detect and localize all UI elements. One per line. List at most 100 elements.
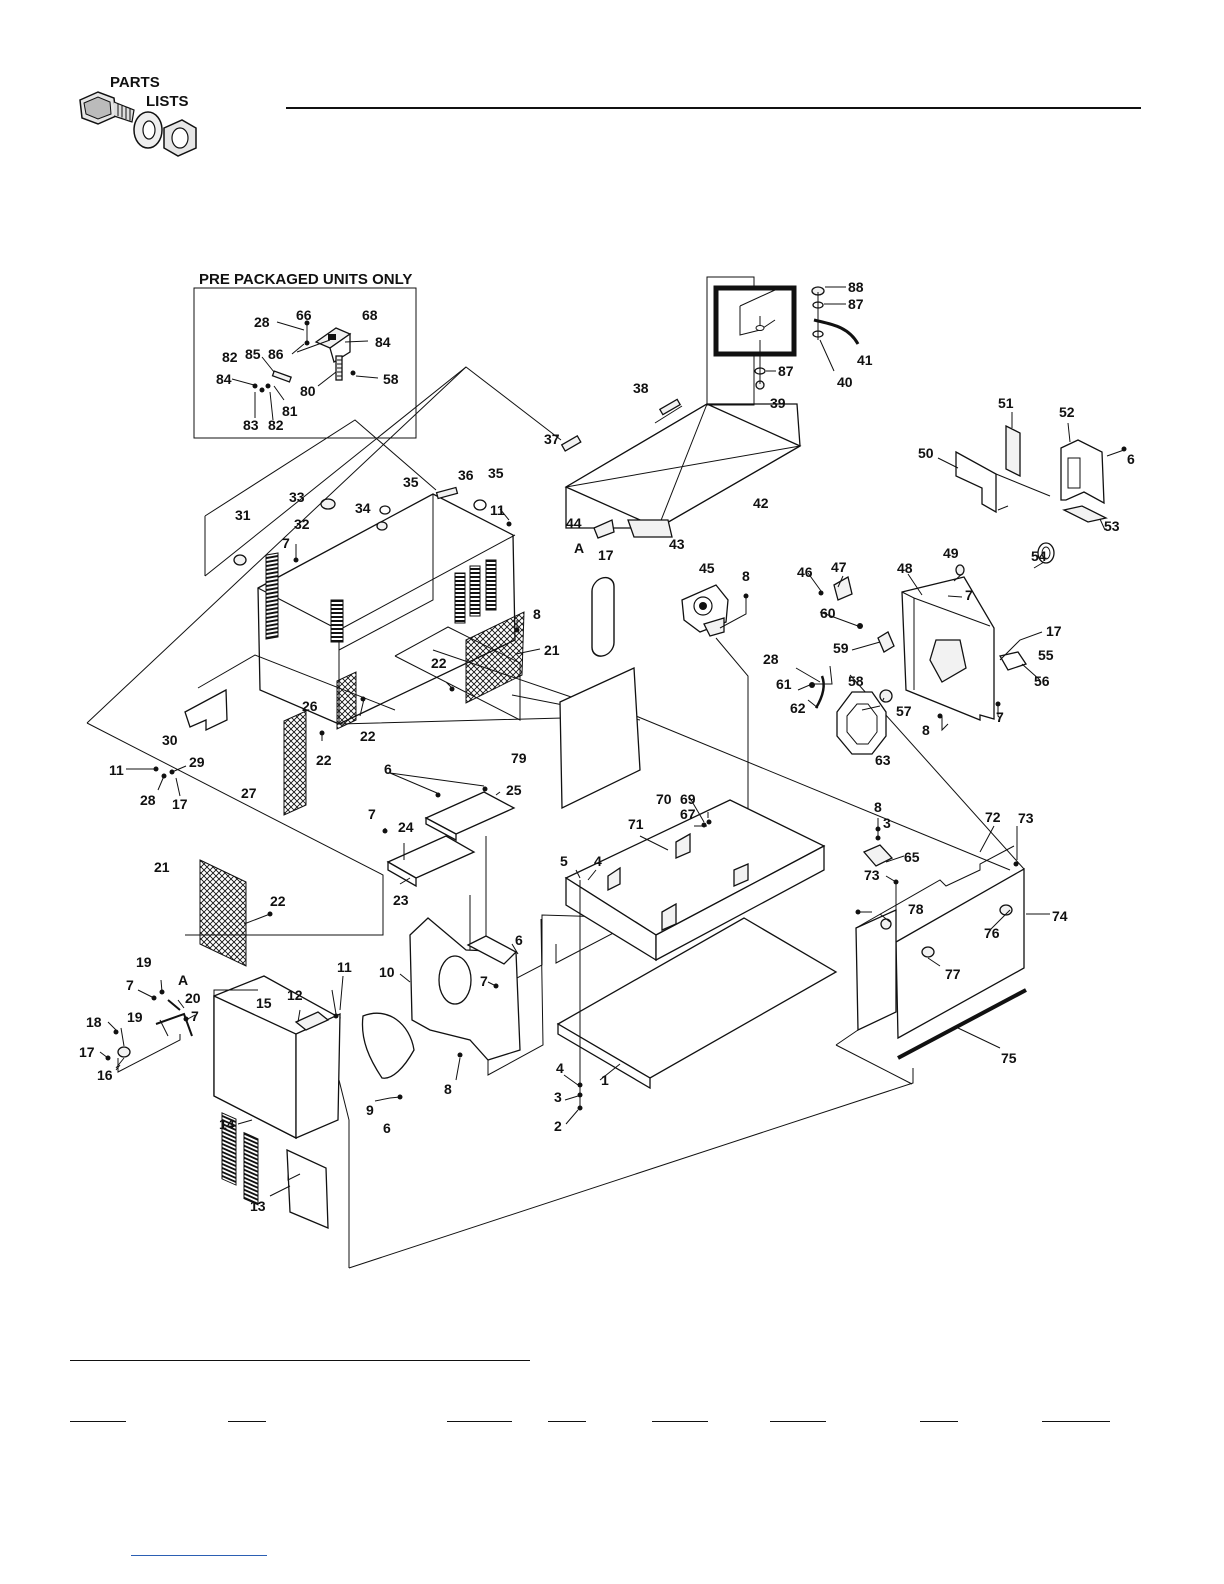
col-rule-8 [1042,1421,1110,1422]
callout-59: 59 [833,640,849,656]
callout-29: 29 [189,754,205,770]
callout-17: 17 [598,547,614,563]
callout-35: 35 [403,474,419,490]
scroll-9 [361,1012,415,1079]
callout-8: 8 [533,606,541,622]
callout-11: 11 [337,959,352,975]
bushing-31 [233,554,247,566]
callout-56: 56 [1034,673,1050,689]
callout-17: 17 [1046,623,1062,639]
callout-17: 17 [172,796,188,812]
col-rule-4 [548,1421,586,1422]
panel-50 [955,450,997,514]
rod-20 [155,999,193,1037]
callout-46: 46 [797,564,813,580]
callout-26: 26 [302,698,318,714]
base-brackets [607,832,749,931]
callout-82: 82 [222,349,238,365]
callout-8: 8 [444,1081,452,1097]
callout-49: 49 [943,545,959,561]
callout-44: 44 [566,515,582,531]
footer-link-underline[interactable] [131,1555,267,1556]
parts-lists-logo: PARTS LISTS [79,74,197,157]
bracket-12 [294,1011,330,1031]
callout-72: 72 [985,809,1001,825]
col-rule-7 [920,1421,958,1422]
callout-6: 6 [1127,451,1135,467]
callout-69: 69 [680,791,696,807]
callout-7: 7 [480,973,488,989]
callout-7: 7 [368,806,376,822]
callout-4: 4 [556,1060,564,1076]
callout-53: 53 [1104,518,1120,534]
knob-77 [921,946,935,958]
callout-6: 6 [515,932,523,948]
callout-16: 16 [97,1067,113,1083]
callout-62: 62 [790,700,806,716]
louvers-2 [469,565,481,617]
callout-10: 10 [379,964,395,980]
logo-text-lists: LISTS [146,93,189,110]
cabinet-louver-1 [221,1112,237,1186]
knob-76 [999,904,1013,916]
callout-1: 1 [601,1072,609,1088]
callout-12: 12 [287,987,303,1003]
inset-title: PRE PACKAGED UNITS ONLY [199,271,412,288]
callout-66: 66 [296,307,312,323]
callout-48: 48 [897,560,913,576]
panel-78 [855,908,897,1032]
callout-39: 39 [770,395,786,411]
inset-screw-82 [265,383,271,389]
callout-7: 7 [996,709,1004,725]
header-rule [286,107,1141,109]
callout-30: 30 [162,732,178,748]
strip-51 [1005,424,1021,478]
callout-87: 87 [778,363,794,379]
screen-21b [199,859,247,967]
callout-31: 31 [235,507,251,523]
callout-14: 14 [219,1116,235,1132]
screen-27 [283,710,307,816]
callout-82: 82 [268,417,284,433]
callout-36: 36 [458,467,474,483]
gasket-43 [627,519,673,538]
inset-screw-58 [350,370,356,376]
plate-36 [435,486,459,500]
inset-box [193,287,417,439]
callout-2: 2 [554,1118,562,1134]
callout-22: 22 [431,655,447,671]
callout-13: 13 [250,1198,266,1214]
callout-38: 38 [633,380,649,396]
callout-41: 41 [857,352,873,368]
callout-55: 55 [1038,647,1054,663]
col-rule-5 [652,1421,708,1422]
callout-33: 33 [289,489,305,505]
callout-85: 85 [245,346,261,362]
callout-79: 79 [511,750,527,766]
bushing-33 [320,498,336,510]
callout-80: 80 [300,383,316,399]
grommet-49 [955,564,965,576]
callout-81: 81 [282,403,298,419]
strap-62 [814,675,825,709]
callout-11: 11 [490,502,505,518]
door-panel-74 [895,867,1025,1040]
pin-37 [560,435,582,452]
callout-37: 37 [544,431,560,447]
bracket-52 [1060,439,1105,505]
callout-52: 52 [1059,404,1075,420]
callout-6: 6 [383,1120,391,1136]
callout-67: 67 [680,806,696,822]
inset-screw-83 [259,387,265,393]
callout-28: 28 [254,314,270,330]
part-59 [877,631,895,653]
grommet-34 [376,521,388,531]
callout-8: 8 [922,722,930,738]
callout-60: 60 [820,605,836,621]
callout-15: 15 [256,995,272,1011]
louvers-3 [485,559,497,611]
exploded-parts-diagram: PRE PACKAGED UNITS ONLY [79,271,1135,1269]
callout-77: 77 [945,966,961,982]
callout-74: 74 [1052,908,1068,924]
callout-83: 83 [243,417,259,433]
